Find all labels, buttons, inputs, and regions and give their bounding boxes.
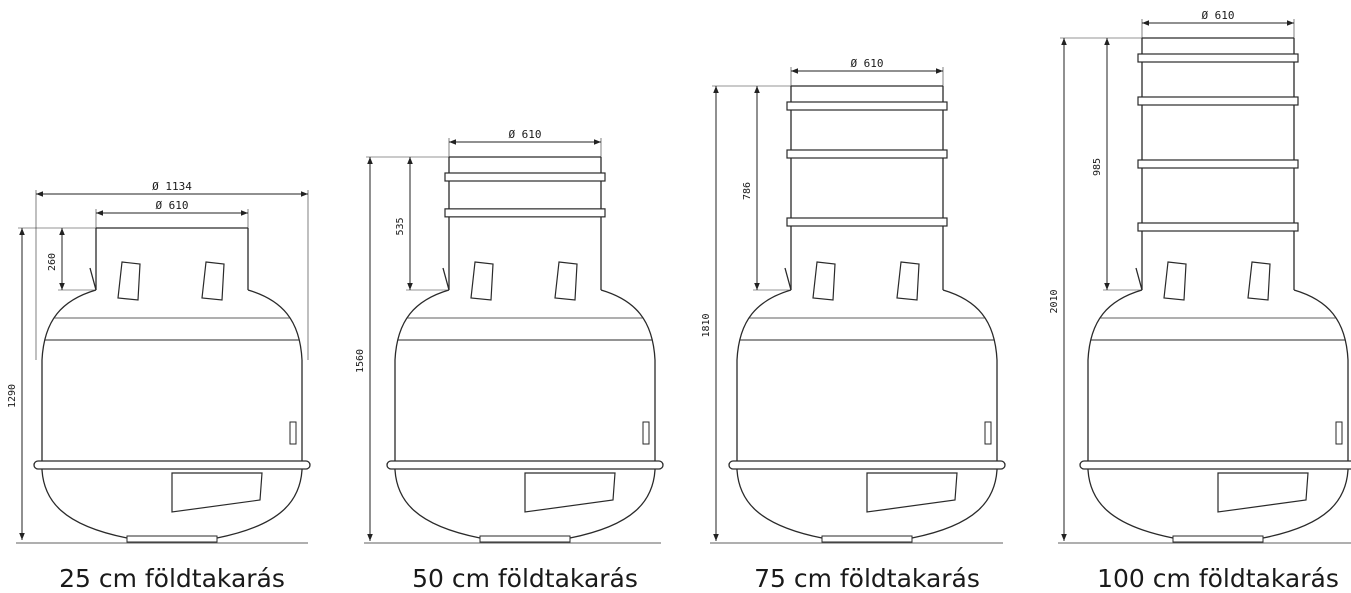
tank-foot [479,535,571,543]
caption-label: 75 cm földtakarás [754,564,980,593]
caption-label: 100 cm földtakarás [1097,564,1339,593]
base-port [171,472,263,513]
tank-100: 2010 985 Ø 610 100 cm földtakarás [1049,9,1351,593]
tank-foot [126,535,218,543]
caption-label: 50 cm földtakarás [412,564,638,593]
neck-ring [1137,53,1299,63]
side-fitting [289,421,297,445]
total-height-label: 1290 [7,384,18,408]
neck-ring [786,217,948,227]
tank-foot [821,535,913,543]
neck-diameter-label: Ø 610 [155,199,188,212]
shoulder-handle [896,261,920,301]
base-port [866,472,958,513]
shoulder-handle [117,261,141,301]
shoulder-handle [470,261,494,301]
side-fitting [984,421,992,445]
body-diameter-label: Ø 1134 [152,180,192,193]
neck-height-label: 535 [395,217,406,235]
neck-height-label: 260 [47,253,58,271]
total-height-label: 1560 [355,349,366,373]
neck-ring [786,101,948,111]
neck-diameter-label: Ø 610 [850,57,883,70]
shoulder-handle [812,261,836,301]
neck-diameter-label: Ø 610 [1201,9,1234,22]
total-height-label: 2010 [1049,289,1060,313]
neck-ring [786,149,948,159]
neck-ring [444,172,606,182]
shoulder-handle [1247,261,1271,301]
neck-diameter-label: Ø 610 [508,128,541,141]
neck-ring [1137,159,1299,169]
tank-25: 1290 260 Ø 610 Ø 1134 25 cm földtakarás [7,180,311,593]
neck-ring [444,208,606,218]
neck-height-label: 786 [742,182,753,200]
base-rim [33,460,311,470]
tank-75: 1810 786 Ø 610 75 cm földtakarás [701,57,1006,593]
shoulder-handle [554,261,578,301]
neck-ring [1137,96,1299,106]
neck-height-label: 985 [1092,158,1103,176]
caption-label: 25 cm földtakarás [59,564,285,593]
shoulder-handle [1163,261,1187,301]
base-port [524,472,616,513]
shoulder-handle [201,261,225,301]
side-fitting [642,421,650,445]
base-rim [728,460,1006,470]
side-fitting [1335,421,1343,445]
tank-50: 1560 535 Ø 610 50 cm földtakarás [355,128,664,593]
base-rim [1079,460,1351,470]
base-rim [386,460,664,470]
neck-ring [1137,222,1299,232]
total-height-label: 1810 [701,313,712,337]
tank-foot [1172,535,1264,543]
base-port [1217,472,1309,513]
